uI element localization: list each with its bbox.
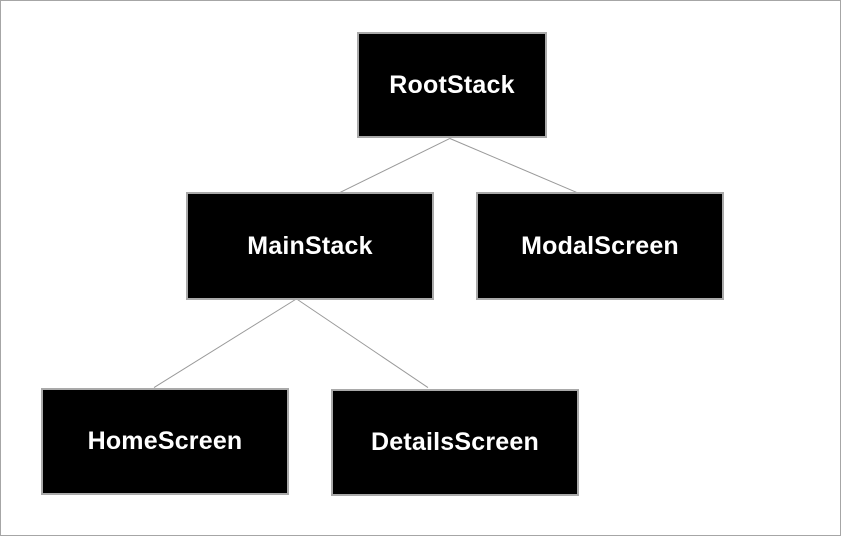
tree-node-modalscreen: ModalScreen [476,192,724,300]
tree-node-rootstack-label: RootStack [389,70,515,99]
tree-node-rootstack: RootStack [357,32,547,138]
tree-node-modalscreen-label: ModalScreen [521,231,679,260]
edge-rootstack-mainstack [340,138,451,193]
tree-node-homescreen: HomeScreen [41,388,289,495]
tree-node-homescreen-label: HomeScreen [87,427,243,455]
tree-node-mainstack-label: MainStack [247,231,373,260]
edge-mainstack-detailsscreen [296,298,429,388]
tree-node-detailsscreen-label: DetailsScreen [371,428,539,456]
tree-node-detailsscreen: DetailsScreen [331,389,579,496]
edge-rootstack-modalscreen [449,138,577,193]
edge-mainstack-homescreen [153,298,297,388]
tree-node-mainstack: MainStack [186,192,434,300]
